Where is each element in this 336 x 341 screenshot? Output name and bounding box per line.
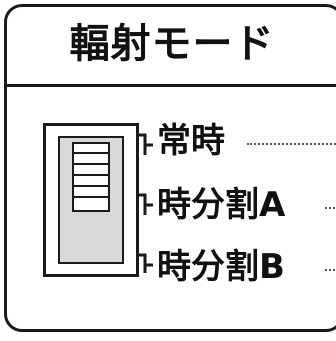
option-label-time-division-b[interactable]: 時分割B bbox=[157, 247, 285, 287]
leader-line bbox=[247, 143, 336, 145]
grip-line bbox=[74, 196, 108, 198]
title-bar: 輻射モード bbox=[7, 7, 336, 87]
slide-switch-housing bbox=[43, 123, 139, 277]
slide-switch-knob[interactable] bbox=[72, 142, 110, 212]
grip-line bbox=[74, 152, 108, 154]
bracket-connector-2 bbox=[137, 193, 153, 215]
option-label-time-division-a[interactable]: 時分割A bbox=[157, 185, 286, 225]
leader-line bbox=[325, 269, 336, 271]
option-label-always[interactable]: 常時 bbox=[157, 121, 225, 161]
slide-switch-track[interactable] bbox=[58, 136, 124, 264]
grip-line bbox=[74, 163, 108, 165]
radiation-mode-panel: 輻射モード 常時 時分割A 時分割B bbox=[4, 4, 336, 332]
bracket-connector-3 bbox=[137, 253, 153, 273]
bracket-connectors bbox=[137, 133, 153, 273]
grip-line bbox=[74, 174, 108, 176]
panel-title: 輻射モード bbox=[69, 21, 275, 67]
grip-line bbox=[74, 185, 108, 187]
bracket-connector-1 bbox=[137, 133, 153, 155]
leader-line bbox=[325, 207, 336, 209]
